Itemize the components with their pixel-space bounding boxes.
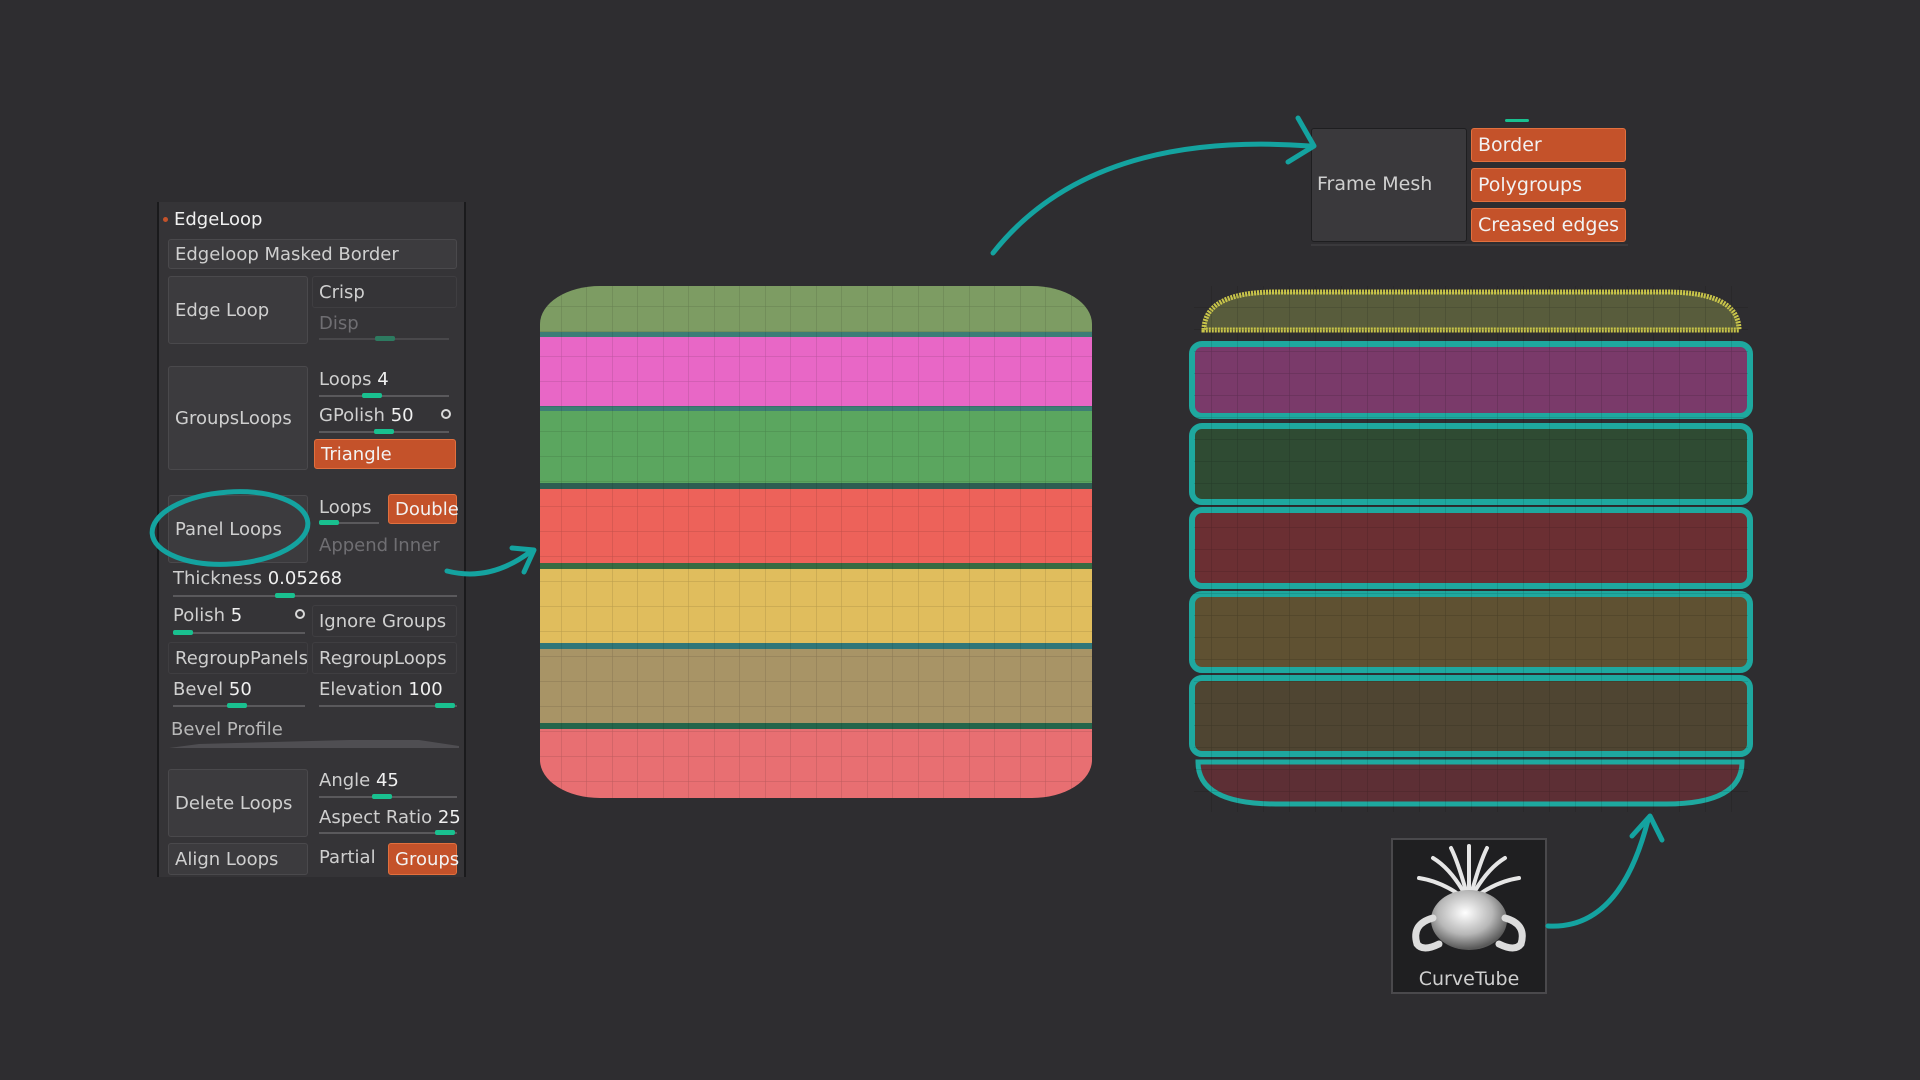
align-loops-button[interactable]: Align Loops — [168, 843, 308, 875]
groups-loops-button[interactable]: GroupsLoops — [168, 366, 308, 470]
angle-slider-label: Angle 45 — [319, 770, 399, 791]
ignore-groups-button[interactable]: Ignore Groups — [312, 605, 457, 637]
gpolish-value: 50 — [390, 405, 414, 426]
loops-slider-knob[interactable] — [362, 393, 382, 398]
panel-loops-count-label: Loops — [319, 497, 372, 518]
regroup-panels-button[interactable]: RegroupPanels — [168, 642, 308, 674]
loops-slider-label: Loops 4 — [319, 369, 389, 390]
polish-value: 5 — [230, 605, 243, 626]
panel-title[interactable]: EdgeLoop — [174, 209, 263, 230]
bevel-profile-curve[interactable] — [169, 730, 459, 748]
edgeloop-masked-border-button[interactable]: Edgeloop Masked Border — [168, 239, 457, 269]
frame-mesh-indicator — [1505, 119, 1529, 122]
thickness-slider-track[interactable] — [173, 595, 457, 597]
angle-value: 45 — [375, 770, 399, 791]
curvetube-brush-thumbnail[interactable]: CurveTube — [1391, 838, 1547, 994]
crisp-button[interactable]: Crisp — [312, 276, 457, 308]
bevel-profile-label: Bevel Profile — [171, 719, 283, 740]
aspect-ratio-slider-knob[interactable] — [435, 830, 455, 835]
mesh-preview-frame — [1189, 286, 1753, 812]
polish-circle-icon[interactable] — [295, 609, 305, 619]
disp-slider-knob[interactable] — [375, 336, 395, 341]
inner-button[interactable]: Inner — [393, 535, 440, 556]
disp-slider-label: Disp — [319, 313, 359, 334]
aspect-ratio-value: 25 — [437, 807, 461, 828]
arrow-from-curvetube — [1545, 817, 1651, 929]
panel-loops-slider-track[interactable] — [319, 522, 379, 524]
elevation-value: 100 — [408, 679, 443, 700]
polish-slider-track[interactable] — [173, 632, 305, 634]
groups-toggle[interactable]: Groups — [388, 843, 459, 875]
elevation-slider-track[interactable] — [319, 705, 457, 707]
aspect-ratio-slider-label: Aspect Ratio 25 — [319, 807, 461, 828]
elevation-slider-knob[interactable] — [435, 703, 455, 708]
arrow-to-frame-mesh — [990, 141, 1313, 256]
triangle-toggle[interactable]: Triangle — [314, 439, 456, 469]
curvetube-brush-icon — [1412, 844, 1526, 952]
loops-value: 4 — [377, 369, 389, 390]
bevel-slider-label: Bevel 50 — [173, 679, 252, 700]
polygroups-toggle[interactable]: Polygroups — [1471, 168, 1626, 202]
gpolish-slider-label: GPolish 50 — [319, 405, 414, 426]
border-toggle[interactable]: Border — [1471, 128, 1626, 162]
panel-loops-slider-knob[interactable] — [319, 520, 339, 525]
panel-loops-button[interactable]: Panel Loops — [168, 495, 308, 563]
arrow-to-frame-mesh-head — [1285, 115, 1317, 165]
gpolish-circle-icon[interactable] — [441, 409, 451, 419]
double-toggle[interactable]: Double — [388, 494, 459, 524]
frame-mesh-button[interactable] — [1311, 128, 1467, 242]
bevel-slider-knob[interactable] — [227, 703, 247, 708]
angle-slider-knob[interactable] — [372, 794, 392, 799]
delete-loops-button[interactable]: Delete Loops — [168, 769, 308, 837]
creased-edges-toggle[interactable]: Creased edges — [1471, 208, 1626, 242]
edge-loop-button[interactable]: Edge Loop — [168, 276, 308, 344]
mesh-preview-panels — [540, 286, 1092, 798]
gpolish-slider-knob[interactable] — [374, 429, 394, 434]
thickness-value: 0.05268 — [267, 568, 343, 589]
frame-mesh-divider — [1311, 244, 1628, 246]
regroup-loops-button[interactable]: RegroupLoops — [312, 642, 457, 674]
loops-slider-track[interactable] — [319, 395, 449, 397]
thickness-slider-knob[interactable] — [275, 593, 295, 598]
elevation-slider-label: Elevation 100 — [319, 679, 443, 700]
append-button[interactable]: Append — [319, 535, 389, 556]
partial-button[interactable]: Partial — [319, 847, 376, 868]
aspect-ratio-slider-track[interactable] — [319, 832, 457, 834]
arrow-from-curvetube-head — [1629, 813, 1665, 843]
arrow-to-mesh-head — [509, 545, 537, 575]
curvetube-label: CurveTube — [1418, 968, 1520, 990]
collapse-dot-icon — [163, 217, 168, 222]
thickness-slider-label: Thickness 0.05268 — [173, 568, 343, 589]
panel-loops-highlight-circle — [149, 489, 311, 567]
polish-slider-label: Polish 5 — [173, 605, 243, 626]
frame-mesh-label: Frame Mesh — [1317, 173, 1433, 195]
polish-slider-knob[interactable] — [173, 630, 193, 635]
arrow-to-mesh — [444, 549, 533, 577]
edgeloop-panel: EdgeLoop Edgeloop Masked Border Edge Loo… — [157, 202, 466, 877]
bevel-value: 50 — [228, 679, 252, 700]
